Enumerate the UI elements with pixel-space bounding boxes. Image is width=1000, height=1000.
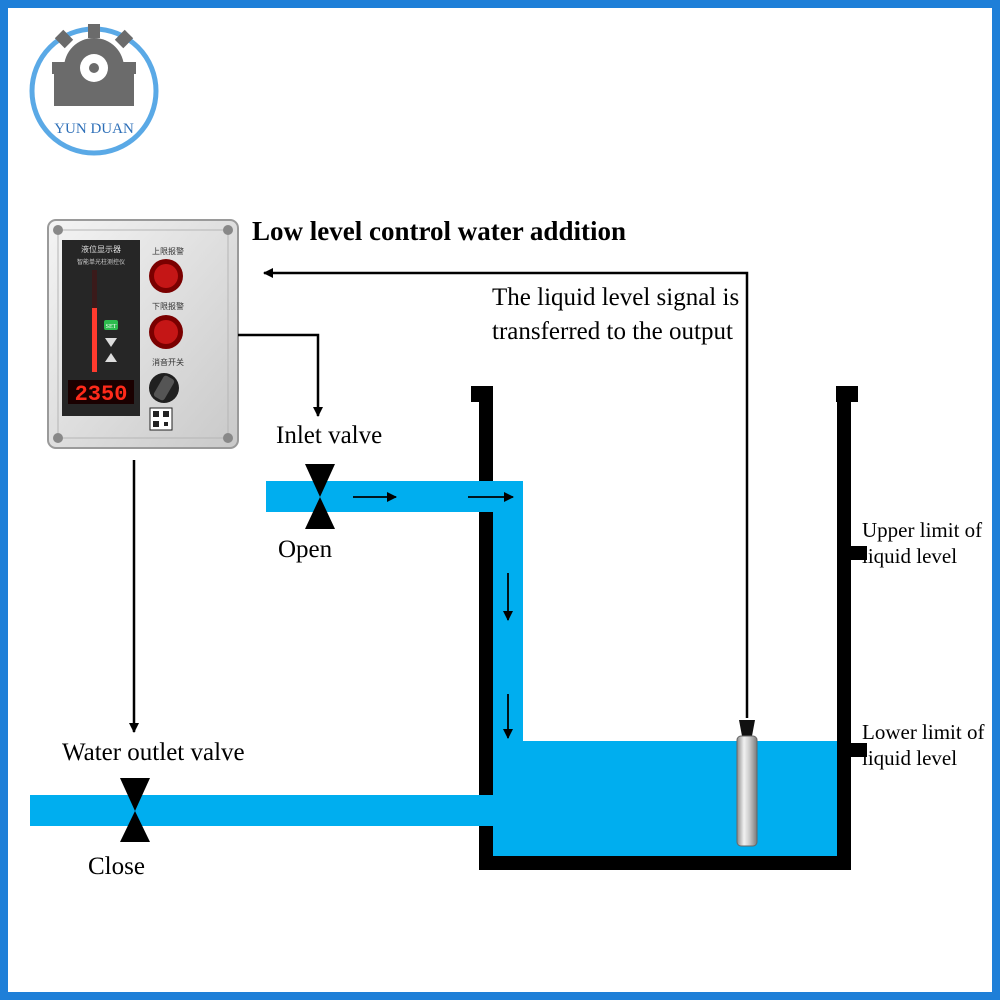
svg-text:消音开关: 消音开关 — [152, 357, 184, 367]
up-arrow-icon — [105, 353, 117, 362]
diagram-svg: YUN DUAN 液位显示器 智能单光柱测控仪 SET 2350 上限报警 下限… — [29, 24, 867, 870]
inlet-valve-label: Inlet valve — [276, 422, 383, 449]
tank-right-cap — [836, 386, 858, 402]
controller-box: 液位显示器 智能单光柱测控仪 SET 2350 上限报警 下限报警 消音开关 — [47, 219, 239, 449]
panel-subtitle: 智能单光柱测控仪 — [77, 258, 125, 266]
tank-right-wall — [837, 386, 851, 870]
inlet-valve — [305, 464, 335, 529]
low-level-control-label: Low level control water addition — [252, 216, 626, 246]
panel-title: 液位显示器 — [81, 244, 121, 254]
logo: YUN DUAN — [29, 24, 159, 156]
upper-limit-label-line2: liquid level — [862, 544, 958, 568]
lower-limit-label-line2: liquid level — [862, 746, 958, 770]
outlet-state-label: Close — [88, 853, 145, 880]
tank-left-wall-mid — [479, 512, 493, 795]
inlet-state-label: Open — [278, 536, 333, 563]
signal-transfer-label-line1: The liquid level signal is — [492, 284, 740, 311]
svg-text:下限报警: 下限报警 — [152, 301, 184, 311]
gear-icon — [52, 24, 136, 106]
outlet-valve — [120, 778, 150, 842]
logo-text: YUN DUAN — [54, 121, 134, 137]
bargraph-fill — [92, 308, 97, 372]
tank-water — [493, 741, 838, 858]
tank-left-cap — [471, 386, 493, 402]
lower-limit-marker — [851, 743, 867, 757]
upper-limit-marker — [851, 546, 867, 560]
inlet-control-arrow — [238, 333, 323, 417]
upper-limit-label-line1: Upper limit of — [862, 518, 983, 542]
svg-text:上限报警: 上限报警 — [152, 246, 184, 256]
outlet-valve-label: Water outlet valve — [62, 739, 245, 766]
lower-limit-label-line1: Lower limit of — [862, 720, 985, 744]
sensor-cable-gland — [739, 720, 755, 736]
level-sensor-probe — [736, 735, 758, 847]
led-display — [68, 380, 134, 404]
down-arrow-icon — [105, 338, 117, 347]
set-button — [104, 320, 118, 330]
tank-bottom — [479, 856, 851, 870]
tank-left-wall-top — [479, 402, 493, 481]
svg-text:2350: 2350 — [75, 382, 128, 407]
outlet-pipe — [30, 795, 495, 826]
svg-text:SET: SET — [106, 324, 117, 330]
signal-transfer-label-line2: transferred to the output — [492, 318, 733, 345]
signal-line-arrow — [263, 268, 749, 718]
